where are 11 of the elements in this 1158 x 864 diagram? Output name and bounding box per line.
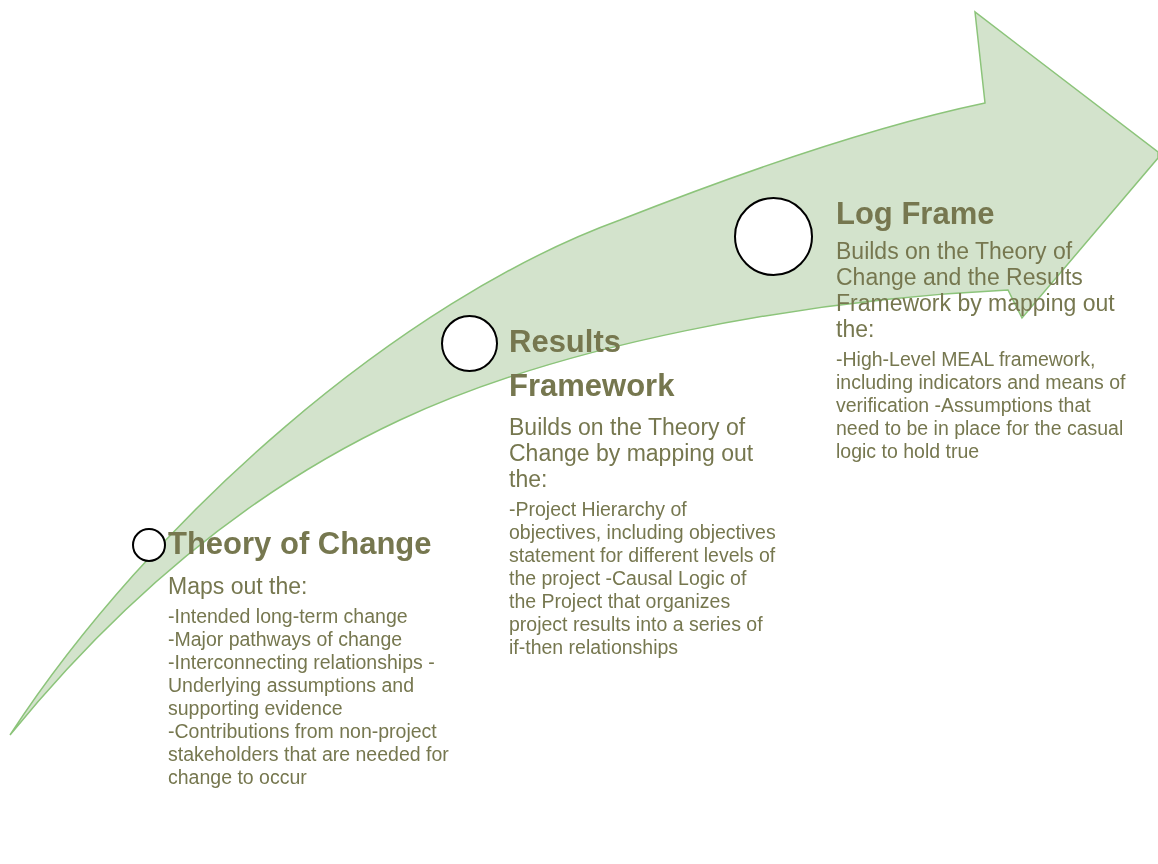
circle-marker [132, 528, 166, 562]
bullet-text: -Interconnecting relationships -Underlying assumptions and supporting evidence [168, 651, 436, 720]
bullet-text: -Project Hierarchy of objectives, including objectives statement for different levels of the project -Causal Logic of the Project that organizes project results into a series of if-then relationships [509, 498, 777, 659]
stage-intro: Maps out the: [168, 573, 309, 599]
stage-intro: Builds on the Theory of Change by mapping out the: [509, 414, 755, 492]
stage-heading: Log Frame [836, 195, 996, 233]
bullet-text: -Contributions from non-project stakeholders that are needed for change to occur [168, 720, 450, 789]
stage-heading: Results Framework [509, 323, 676, 405]
bullet-text: -Major pathways of change [168, 628, 404, 651]
bullet-text: -High-Level MEAL framework, including indicators and means of verification -Assumptions that need to be in place for the casual logic to hold true [836, 348, 1126, 463]
bullet-text: -Intended long-term change [168, 605, 409, 628]
